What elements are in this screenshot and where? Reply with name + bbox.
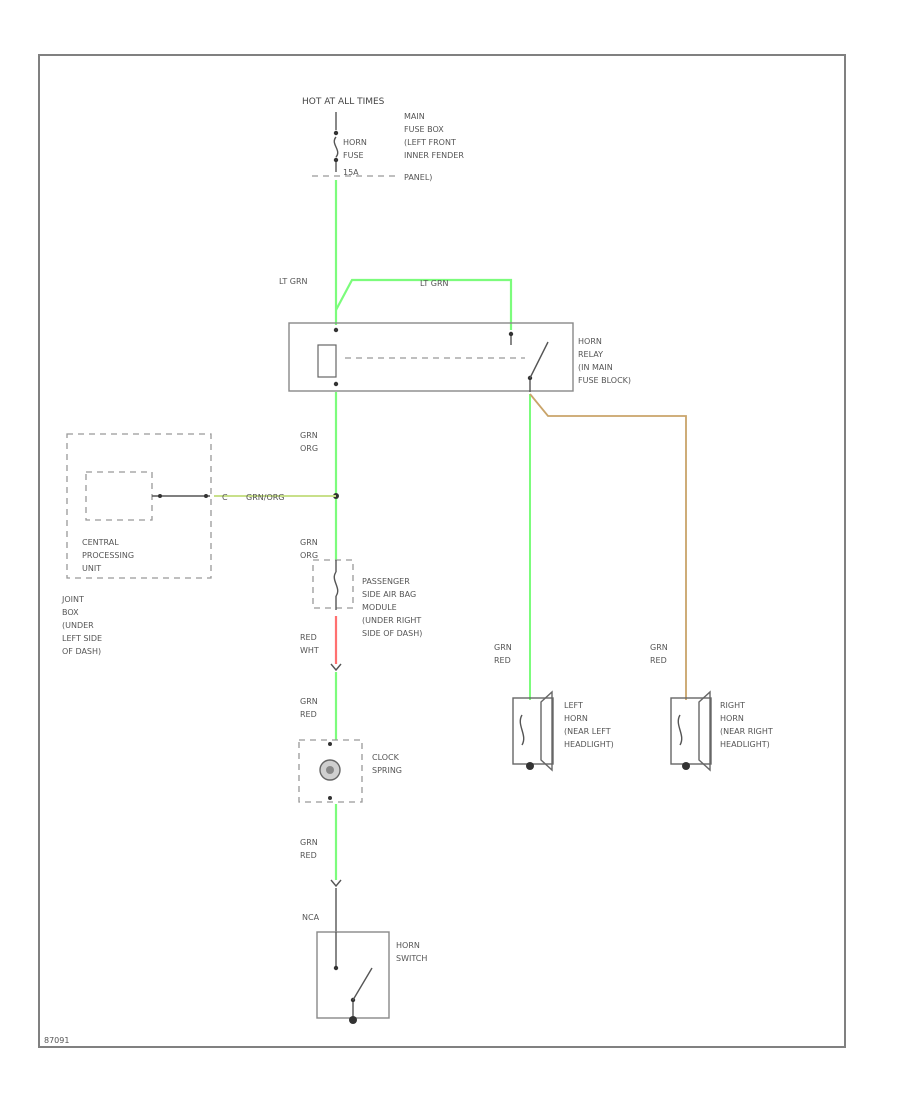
svg-text:ORG: ORG: [300, 551, 318, 560]
horn-relay-label: HORN RELAY (IN MAIN FUSE BLOCK): [578, 337, 631, 385]
junction-box: [66, 433, 212, 579]
airbag-module-box: [312, 559, 354, 609]
horn-fuse-icon: [333, 130, 339, 172]
svg-text:SWITCH: SWITCH: [396, 954, 427, 963]
svg-text:(IN MAIN: (IN MAIN: [578, 363, 613, 372]
diagram-frame: [38, 54, 846, 1048]
right-horn-icon: [670, 690, 712, 772]
svg-text:OF DASH): OF DASH): [62, 647, 101, 656]
wire-label-grn-red-left-horn: GRN RED: [494, 643, 512, 665]
left-horn-icon: [512, 690, 554, 772]
svg-text:(UNDER RIGHT: (UNDER RIGHT: [362, 616, 421, 625]
pin-label-c: C: [222, 493, 228, 502]
svg-text:(LEFT FRONT: (LEFT FRONT: [404, 138, 456, 147]
svg-text:RELAY: RELAY: [578, 350, 603, 359]
svg-text:LEFT: LEFT: [564, 701, 583, 710]
right-horn-label: RIGHT HORN (NEAR RIGHT HEADLIGHT): [720, 701, 773, 749]
wire-label-lt-grn-left: LT GRN: [279, 277, 308, 286]
svg-text:HEADLIGHT): HEADLIGHT): [720, 740, 770, 749]
svg-text:RED: RED: [494, 656, 511, 665]
svg-text:GRN: GRN: [494, 643, 512, 652]
svg-text:HORN: HORN: [564, 714, 588, 723]
clock-spring-label: CLOCK SPRING: [372, 753, 402, 775]
left-horn-label: LEFT HORN (NEAR LEFT HEADLIGHT): [564, 701, 614, 749]
wire-label-grn-org-branch: GRN/ORG: [246, 493, 285, 502]
horn-fuse-label: HORN FUSE 15A: [343, 138, 367, 177]
central-processing-unit: [85, 471, 153, 521]
horn-switch-icon: [333, 932, 373, 1024]
svg-text:PASSENGER: PASSENGER: [362, 577, 410, 586]
svg-text:BOX: BOX: [62, 608, 79, 617]
svg-text:UNIT: UNIT: [82, 564, 101, 573]
wire-label-grn-red-right-horn: GRN RED: [650, 643, 668, 665]
power-header: HOT AT ALL TIMES: [302, 97, 385, 107]
airbag-module-label: PASSENGER SIDE AIR BAG MODULE (UNDER RIG…: [362, 577, 422, 638]
svg-text:RIGHT: RIGHT: [720, 701, 745, 710]
wire-label-nca: NCA: [302, 913, 320, 922]
svg-text:HEADLIGHT): HEADLIGHT): [564, 740, 614, 749]
svg-text:FUSE: FUSE: [343, 151, 364, 160]
svg-text:RED: RED: [300, 851, 317, 860]
svg-text:CLOCK: CLOCK: [372, 753, 400, 762]
clock-spring-box: [298, 739, 363, 803]
svg-text:GRN: GRN: [650, 643, 668, 652]
svg-text:RED: RED: [650, 656, 667, 665]
wire-label-grn-red-2: GRN RED: [300, 838, 318, 860]
svg-text:JOINT: JOINT: [61, 595, 84, 604]
relay-switch-icon: [508, 331, 549, 392]
svg-text:GRN: GRN: [300, 697, 318, 706]
wire-lt-grn-relay-branch: [335, 278, 513, 330]
svg-text:PROCESSING: PROCESSING: [82, 551, 134, 560]
svg-text:SIDE AIR BAG: SIDE AIR BAG: [362, 590, 416, 599]
relay-coil-icon: [317, 327, 339, 387]
svg-text:GRN: GRN: [300, 431, 318, 440]
svg-text:RED: RED: [300, 710, 317, 719]
clock-spring-icon: [319, 742, 341, 800]
svg-text:PANEL): PANEL): [404, 173, 432, 182]
svg-text:GRN: GRN: [300, 538, 318, 547]
svg-text:MODULE: MODULE: [362, 603, 397, 612]
wire-label-grn-org-2: GRN ORG: [300, 538, 318, 560]
wire-label-grn-org-1: GRN ORG: [300, 431, 318, 453]
junction-box-label: JOINT BOX (UNDER LEFT SIDE OF DASH): [61, 595, 102, 656]
svg-text:SIDE OF DASH): SIDE OF DASH): [362, 629, 422, 638]
svg-text:CENTRAL: CENTRAL: [82, 538, 119, 547]
horn-switch-label: HORN SWITCH: [396, 941, 427, 963]
svg-text:FUSE BLOCK): FUSE BLOCK): [578, 376, 631, 385]
wire-label-grn-red-1: GRN RED: [300, 697, 318, 719]
svg-text:SPRING: SPRING: [372, 766, 402, 775]
svg-text:GRN: GRN: [300, 838, 318, 847]
wire-label-red-wht: RED WHT: [300, 633, 319, 655]
cpu-label: CENTRAL PROCESSING UNIT: [82, 538, 134, 573]
svg-text:LEFT SIDE: LEFT SIDE: [62, 634, 102, 643]
svg-text:HORN: HORN: [578, 337, 602, 346]
svg-text:HORN: HORN: [396, 941, 420, 950]
svg-text:HORN: HORN: [720, 714, 744, 723]
figure-id: 87091: [44, 1036, 69, 1045]
svg-text:INNER FENDER: INNER FENDER: [404, 151, 464, 160]
svg-text:MAIN: MAIN: [404, 112, 425, 121]
wire-orange-right-horn: [529, 393, 687, 700]
wire-label-lt-grn-top: LT GRN: [420, 279, 449, 288]
svg-text:ORG: ORG: [300, 444, 318, 453]
svg-text:(UNDER: (UNDER: [62, 621, 94, 630]
svg-text:FUSE BOX: FUSE BOX: [404, 125, 444, 134]
svg-text:RED: RED: [300, 633, 317, 642]
svg-text:15A: 15A: [343, 168, 359, 177]
horn-relay-box: [288, 322, 574, 392]
svg-text:(NEAR LEFT: (NEAR LEFT: [564, 727, 611, 736]
svg-text:WHT: WHT: [300, 646, 319, 655]
svg-text:HORN: HORN: [343, 138, 367, 147]
svg-text:(NEAR RIGHT: (NEAR RIGHT: [720, 727, 773, 736]
fuse-box-label: MAIN FUSE BOX (LEFT FRONT INNER FENDER P…: [404, 112, 464, 182]
